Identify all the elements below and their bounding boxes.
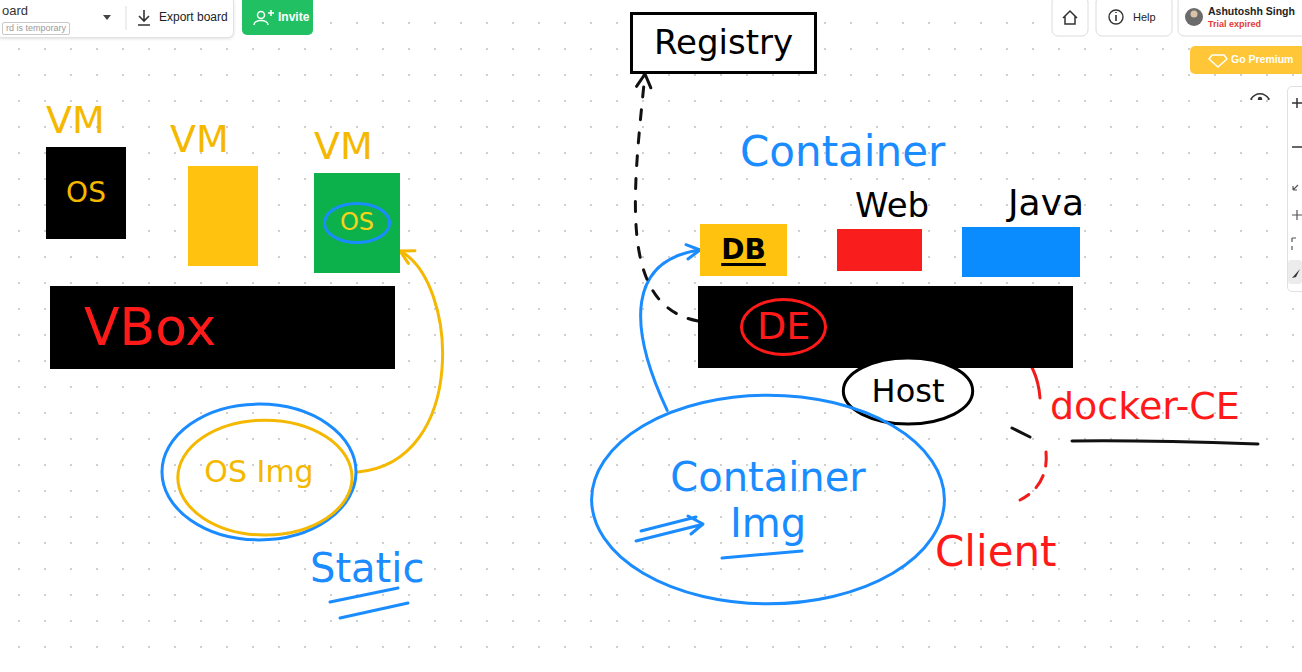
node-body bbox=[962, 227, 1080, 277]
vm-box: VM bbox=[188, 166, 258, 266]
eye-icon bbox=[1251, 94, 1269, 100]
container-box: Java bbox=[962, 227, 1080, 277]
node-body: VBox bbox=[50, 286, 395, 369]
vm-label: VM bbox=[170, 118, 229, 162]
host-circle: Host bbox=[842, 357, 974, 425]
vm-box: OSVM bbox=[46, 147, 126, 239]
container-label: DB bbox=[721, 234, 766, 266]
arrowhead bbox=[637, 74, 651, 88]
invite-label: Invite bbox=[278, 11, 309, 25]
engine-band: DE bbox=[698, 286, 1073, 368]
underline bbox=[340, 603, 408, 618]
tool-active bbox=[1288, 260, 1302, 284]
node-body: DE bbox=[698, 286, 1073, 368]
user-name: Ashutoshh Singh bbox=[1208, 5, 1295, 17]
home-button bbox=[1052, 0, 1088, 36]
arrowhead bbox=[400, 251, 415, 264]
container-label: Web bbox=[855, 186, 929, 225]
image-label: Container Img bbox=[648, 454, 888, 546]
outline bbox=[843, 358, 972, 424]
connector-line bbox=[641, 250, 700, 410]
avatar bbox=[1191, 11, 1198, 18]
divider bbox=[126, 6, 127, 30]
zoom-out-icon bbox=[1292, 146, 1302, 148]
trial-status: Trial expired bbox=[1208, 19, 1261, 29]
temporary-tag: rd is temporary bbox=[2, 22, 70, 35]
connector bbox=[641, 245, 700, 411]
zoom-icons bbox=[1280, 86, 1302, 290]
invite-icon bbox=[254, 10, 274, 25]
pointer-icon bbox=[1292, 269, 1300, 278]
registry-box: Registry bbox=[630, 12, 817, 74]
vm-box: OSVM bbox=[314, 173, 400, 273]
node-body: Host bbox=[842, 357, 974, 425]
double-arrow bbox=[636, 516, 703, 541]
export-label: Export board bbox=[159, 11, 228, 25]
help-label: Help bbox=[1133, 11, 1156, 24]
note-label: Static bbox=[310, 545, 424, 591]
arrowhead bbox=[686, 245, 700, 259]
engine-name: docker-CE bbox=[1050, 385, 1240, 429]
connector bbox=[635, 74, 698, 321]
underline bbox=[722, 551, 802, 558]
tool-icon bbox=[1292, 210, 1302, 220]
registry-label: Registry bbox=[654, 23, 793, 62]
container-box: Web bbox=[837, 229, 922, 271]
os-label: OS bbox=[323, 202, 391, 244]
container-label: Java bbox=[1008, 182, 1084, 223]
invite-button bbox=[242, 0, 313, 35]
tick-mark bbox=[1012, 428, 1030, 437]
tool-icon bbox=[1293, 185, 1298, 190]
image-label: OS Img bbox=[204, 455, 313, 490]
invite-icon bbox=[258, 12, 265, 19]
zoom-in-icon bbox=[1292, 98, 1302, 108]
hypervisor-label: VBox bbox=[84, 298, 216, 358]
premium-label: Go Premium bbox=[1231, 53, 1293, 65]
download-icon bbox=[138, 10, 150, 25]
node-body bbox=[188, 166, 258, 266]
help-icon bbox=[1115, 12, 1117, 21]
container-box: DB bbox=[700, 224, 787, 276]
profile-panel bbox=[1178, 0, 1302, 36]
underline bbox=[1072, 441, 1258, 444]
node-body: OS Img bbox=[160, 402, 358, 542]
premium-button bbox=[1190, 46, 1302, 74]
node-body: Container Img bbox=[588, 392, 948, 607]
image-circle: OS Img bbox=[160, 402, 358, 542]
client-link-stroke bbox=[1020, 452, 1046, 500]
tool-icon bbox=[1292, 238, 1296, 250]
diamond-icon bbox=[1209, 55, 1227, 67]
vm-label: VM bbox=[314, 125, 373, 169]
hypervisor-band: VBox bbox=[50, 286, 395, 369]
engine-label: DE bbox=[740, 298, 827, 356]
eye-icon bbox=[1258, 97, 1262, 100]
board-name: oard bbox=[2, 4, 28, 19]
help-button bbox=[1096, 0, 1172, 36]
node-body: Registry bbox=[633, 15, 814, 71]
avatar bbox=[1185, 8, 1203, 26]
host-label: Host bbox=[872, 373, 945, 410]
section-label: Container bbox=[740, 128, 945, 176]
vm-label: VM bbox=[46, 99, 105, 143]
node-body: OS bbox=[314, 173, 400, 273]
outline bbox=[178, 420, 352, 535]
connector-line bbox=[635, 74, 698, 321]
os-label: OS bbox=[66, 177, 106, 209]
help-icon bbox=[1109, 10, 1123, 24]
node-body: DB bbox=[700, 224, 787, 276]
home-icon bbox=[1063, 11, 1077, 24]
dropdown-caret bbox=[103, 15, 111, 20]
node-body bbox=[837, 229, 922, 271]
client-label: Client bbox=[935, 528, 1057, 576]
outline bbox=[592, 395, 945, 604]
image-circle: Container Img bbox=[588, 392, 948, 607]
node-body: OS bbox=[46, 147, 126, 239]
outline bbox=[162, 404, 356, 540]
